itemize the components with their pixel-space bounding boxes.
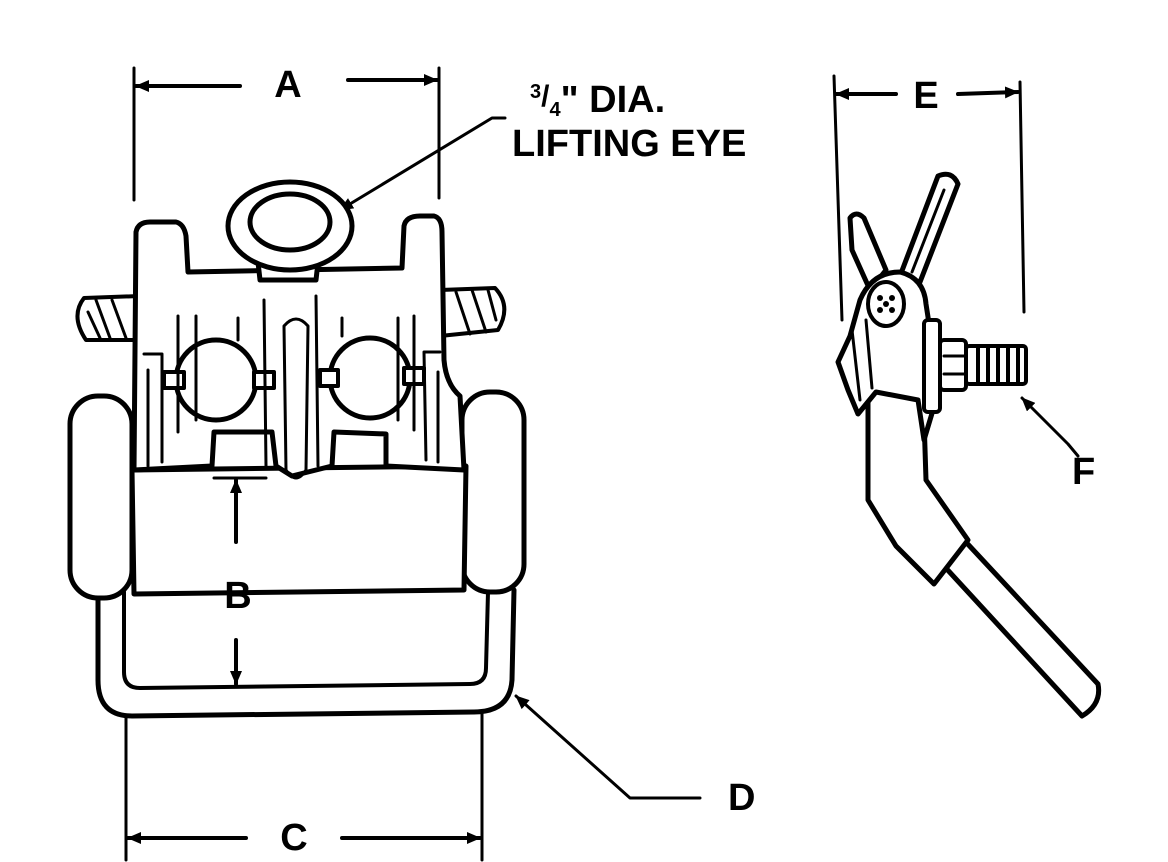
lifting-eye-size: 3/4" DIA.: [530, 79, 665, 121]
bail-handle: [95, 587, 517, 719]
lifting-eye-size-den: 4: [549, 99, 561, 121]
dim-e-ext-left: [832, 74, 844, 322]
conductor-right: [438, 286, 507, 338]
callout-f-label: F: [1072, 451, 1095, 493]
lifting-eye-caption: LIFTING EYE: [512, 123, 746, 165]
side-body: [835, 269, 939, 443]
lifting-eye-leader: [338, 116, 507, 212]
callout-f-leader: [1020, 396, 1080, 458]
side-nut: [938, 338, 968, 392]
bail-sleeve-left: [67, 393, 135, 601]
clamp-lower-body: [129, 463, 469, 597]
dim-b-label: B: [224, 575, 251, 617]
dim-c-label: C: [280, 817, 307, 859]
lifting-eye-size-num: 3: [530, 81, 541, 103]
front-view: A 3/4" DIA. LIFTING EYE: [67, 64, 755, 862]
dim-e-label: E: [913, 75, 938, 117]
side-view: E F: [832, 74, 1102, 719]
dim-e-arrow-right: [956, 86, 1020, 99]
lifting-eye-size-rest: " DIA.: [561, 79, 666, 121]
callout-d-leader: [514, 694, 702, 800]
side-bail-rod: [941, 537, 1102, 719]
conductor-left: [75, 294, 142, 342]
lifting-eye-hole: [247, 191, 333, 253]
center-blade: [282, 317, 310, 480]
roller-left: [173, 337, 259, 423]
dim-a-label: A: [274, 64, 301, 106]
side-plate: [922, 318, 942, 414]
dim-e-ext-right: [1018, 80, 1026, 314]
bail-sleeve-right: [459, 389, 527, 595]
callout-d-label: D: [728, 777, 755, 819]
